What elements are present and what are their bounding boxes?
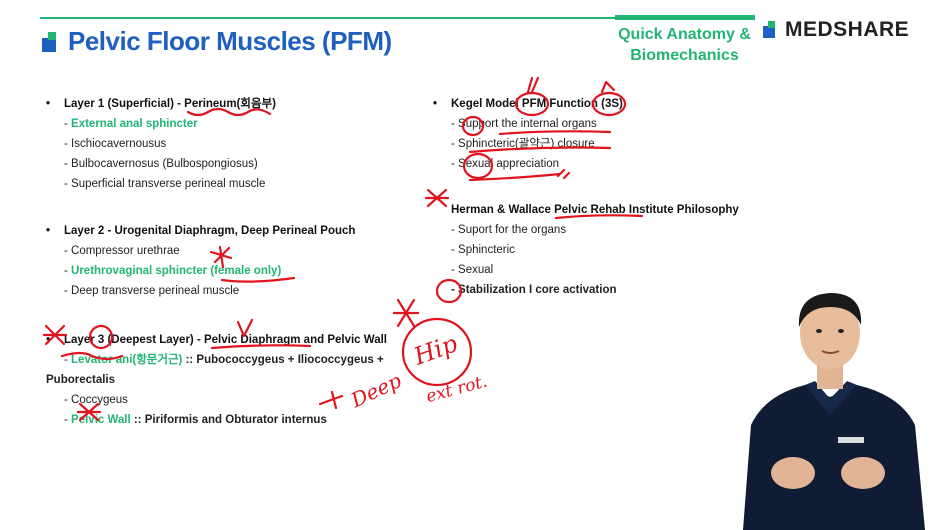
- list-item: - Urethrovaginal sphincter (female only): [64, 265, 282, 277]
- list-item: - External anal sphincter: [64, 118, 198, 130]
- presenter-left-hand: [771, 457, 815, 489]
- layer1-section: •Layer 1 (Superficial) - Perineum(회음부) -…: [46, 94, 276, 194]
- check-mark: [600, 80, 616, 94]
- layer3-heading: •Layer 3 (Deepest Layer) - Pelvic Diaphr…: [46, 334, 387, 346]
- page-title: Pelvic Floor Muscles (PFM): [68, 26, 392, 56]
- presenter-face: [800, 297, 860, 369]
- presenter-hair: [798, 293, 862, 327]
- presenter-right-hand: [841, 457, 885, 489]
- star-mark: [392, 298, 420, 328]
- extra-annotation: ext rot.: [424, 372, 490, 407]
- layer2-section: •Layer 2 - Urogenital Diaphragm, Deep Pe…: [46, 221, 355, 301]
- list-item: - Ischiocavernousus: [64, 138, 167, 150]
- course-title: Quick Anatomy & Biomechanics: [612, 24, 757, 66]
- shirt-logo: [838, 437, 864, 443]
- course-title-line-1: Quick Anatomy &: [618, 26, 751, 43]
- header-accent-bar: [615, 15, 755, 20]
- brand-logo: MEDSHARE: [763, 18, 909, 42]
- hip-annotation: Hip: [409, 329, 461, 371]
- list-item: - Support the internal organs: [451, 118, 597, 130]
- list-item: - Suport for the organs: [451, 224, 567, 236]
- list-item: - Deep transverse perineal muscle: [64, 285, 240, 297]
- presenter-video: [735, 285, 930, 530]
- list-item: - Bulbocavernosus (Bulbospongiosus): [64, 158, 258, 170]
- circle-hip: [401, 317, 473, 387]
- brand-name: MEDSHARE: [785, 18, 910, 41]
- presenter-shirt: [743, 385, 925, 530]
- layer3-section: •Layer 3 (Deepest Layer) - Pelvic Diaphr…: [46, 330, 387, 430]
- medshare-cross-icon: [42, 31, 62, 52]
- course-title-line-2: Biomechanics: [630, 47, 739, 64]
- list-item-stabilization: - Stabilization I core activation: [451, 284, 617, 296]
- list-item: - Coccygeus: [64, 394, 128, 406]
- title-area: Pelvic Floor Muscles (PFM): [42, 26, 392, 57]
- list-item: - Superficial transverse perineal muscle: [64, 178, 266, 190]
- kegel-heading: •Kegel Model PFM Function (3S): [433, 98, 623, 110]
- list-item: - Sexual appreciation: [451, 158, 560, 170]
- herman-wallace-section: Herman & Wallace Pelvic Rehab Institute …: [451, 200, 739, 300]
- list-item: - Sexual: [451, 264, 494, 276]
- kegel-section: •Kegel Model PFM Function (3S) - Support…: [433, 94, 623, 174]
- medshare-logo-icon: [763, 21, 781, 39]
- herman-wallace-heading: Herman & Wallace Pelvic Rehab Institute …: [451, 204, 739, 216]
- star-mark: [424, 188, 450, 208]
- list-item-pelvic-wall: - Pelvic Wall :: Piriformis and Obturato…: [64, 414, 327, 426]
- list-item: - Sphincteric: [451, 244, 515, 256]
- layer2-heading: •Layer 2 - Urogenital Diaphragm, Deep Pe…: [46, 225, 356, 237]
- list-item-levator: - Levator ani(항문거근) :: Pubococcygeus + I…: [64, 354, 384, 366]
- list-item-levator-wrap: Puborectalis: [46, 374, 116, 386]
- header-rule: [40, 17, 755, 19]
- list-item: - Compressor urethrae: [64, 245, 180, 257]
- layer1-heading: •Layer 1 (Superficial) - Perineum(회음부): [46, 98, 276, 110]
- list-item: - Sphincteric(괄약근) closure: [451, 138, 595, 150]
- check-mark: [526, 76, 540, 94]
- presenter-collar: [805, 381, 857, 415]
